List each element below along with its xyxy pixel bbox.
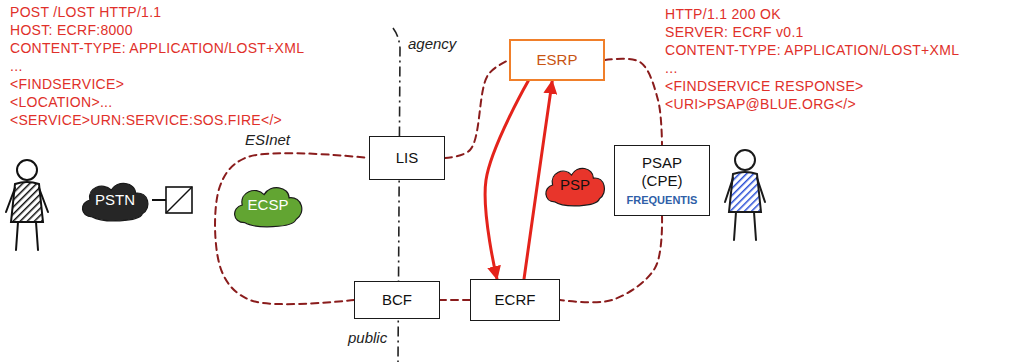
response-text: CONTENT-TYPE: APPLICATION/LOST+XML xyxy=(665,42,959,58)
network-cloud: PSTN xyxy=(77,177,153,223)
request-text: <SERVICE>URN:SERVICE:SOS.FIRE</> xyxy=(10,112,282,128)
logo-text: FREQUENTIS xyxy=(627,194,698,207)
request-text: <LOCATION>... xyxy=(10,94,112,110)
network-cloud: ECSP xyxy=(229,181,307,229)
network-link xyxy=(560,216,662,303)
query-arrow xyxy=(485,81,528,279)
network-link xyxy=(605,59,662,145)
process-box: BCF xyxy=(354,281,440,319)
zone-label: agency xyxy=(408,36,456,52)
node-label: PSTN xyxy=(95,191,135,209)
response-text: HTTP/1.1 200 OK xyxy=(665,6,781,22)
request-text: POST /LOST HTTP/1.1 xyxy=(10,4,161,20)
process-box: ECRF xyxy=(470,279,560,321)
node-label: ESRP xyxy=(537,51,578,69)
cloud-outline xyxy=(235,188,302,227)
request-text: <FINDSERVICE> xyxy=(10,76,124,92)
cloud-outline xyxy=(82,183,147,221)
response-text: <URI>PSAP@BLUE.ORG</> xyxy=(665,96,856,112)
response-text: SERVER: ECRF v0.1 xyxy=(665,24,804,40)
node-label: BCF xyxy=(382,291,412,309)
cloud-outline xyxy=(546,168,605,206)
network-label: ESInet xyxy=(245,132,290,148)
response-text: <FINDSERVICE RESPONSE> xyxy=(665,78,864,94)
process-box: LIS xyxy=(369,136,445,180)
gateway-symbol xyxy=(166,187,192,213)
node-label: ECRF xyxy=(495,291,536,309)
trunk-line xyxy=(152,199,166,201)
node-label: PSP xyxy=(560,176,590,194)
node-label: PSAP (CPE) xyxy=(636,154,688,190)
request-text: CONTENT-TYPE: APPLICATION/LOST+XML xyxy=(10,40,304,56)
request-text: HOST: ECRF:8000 xyxy=(10,22,133,38)
network-link xyxy=(445,60,509,158)
network-link xyxy=(215,153,369,304)
call-taker-figure xyxy=(725,150,765,240)
zone-label: public xyxy=(348,330,387,346)
network-link xyxy=(440,299,470,301)
node-label: ECSP xyxy=(248,196,289,214)
query-arrow xyxy=(524,81,552,279)
process-box: PSAP (CPE) FREQUENTIS xyxy=(614,145,711,216)
request-text: ... xyxy=(10,58,23,74)
network-cloud: PSP xyxy=(541,162,609,208)
caller-figure xyxy=(6,160,48,250)
response-text: ... xyxy=(665,60,678,76)
node-label: LIS xyxy=(396,149,419,167)
process-box: ESRP xyxy=(509,39,605,81)
